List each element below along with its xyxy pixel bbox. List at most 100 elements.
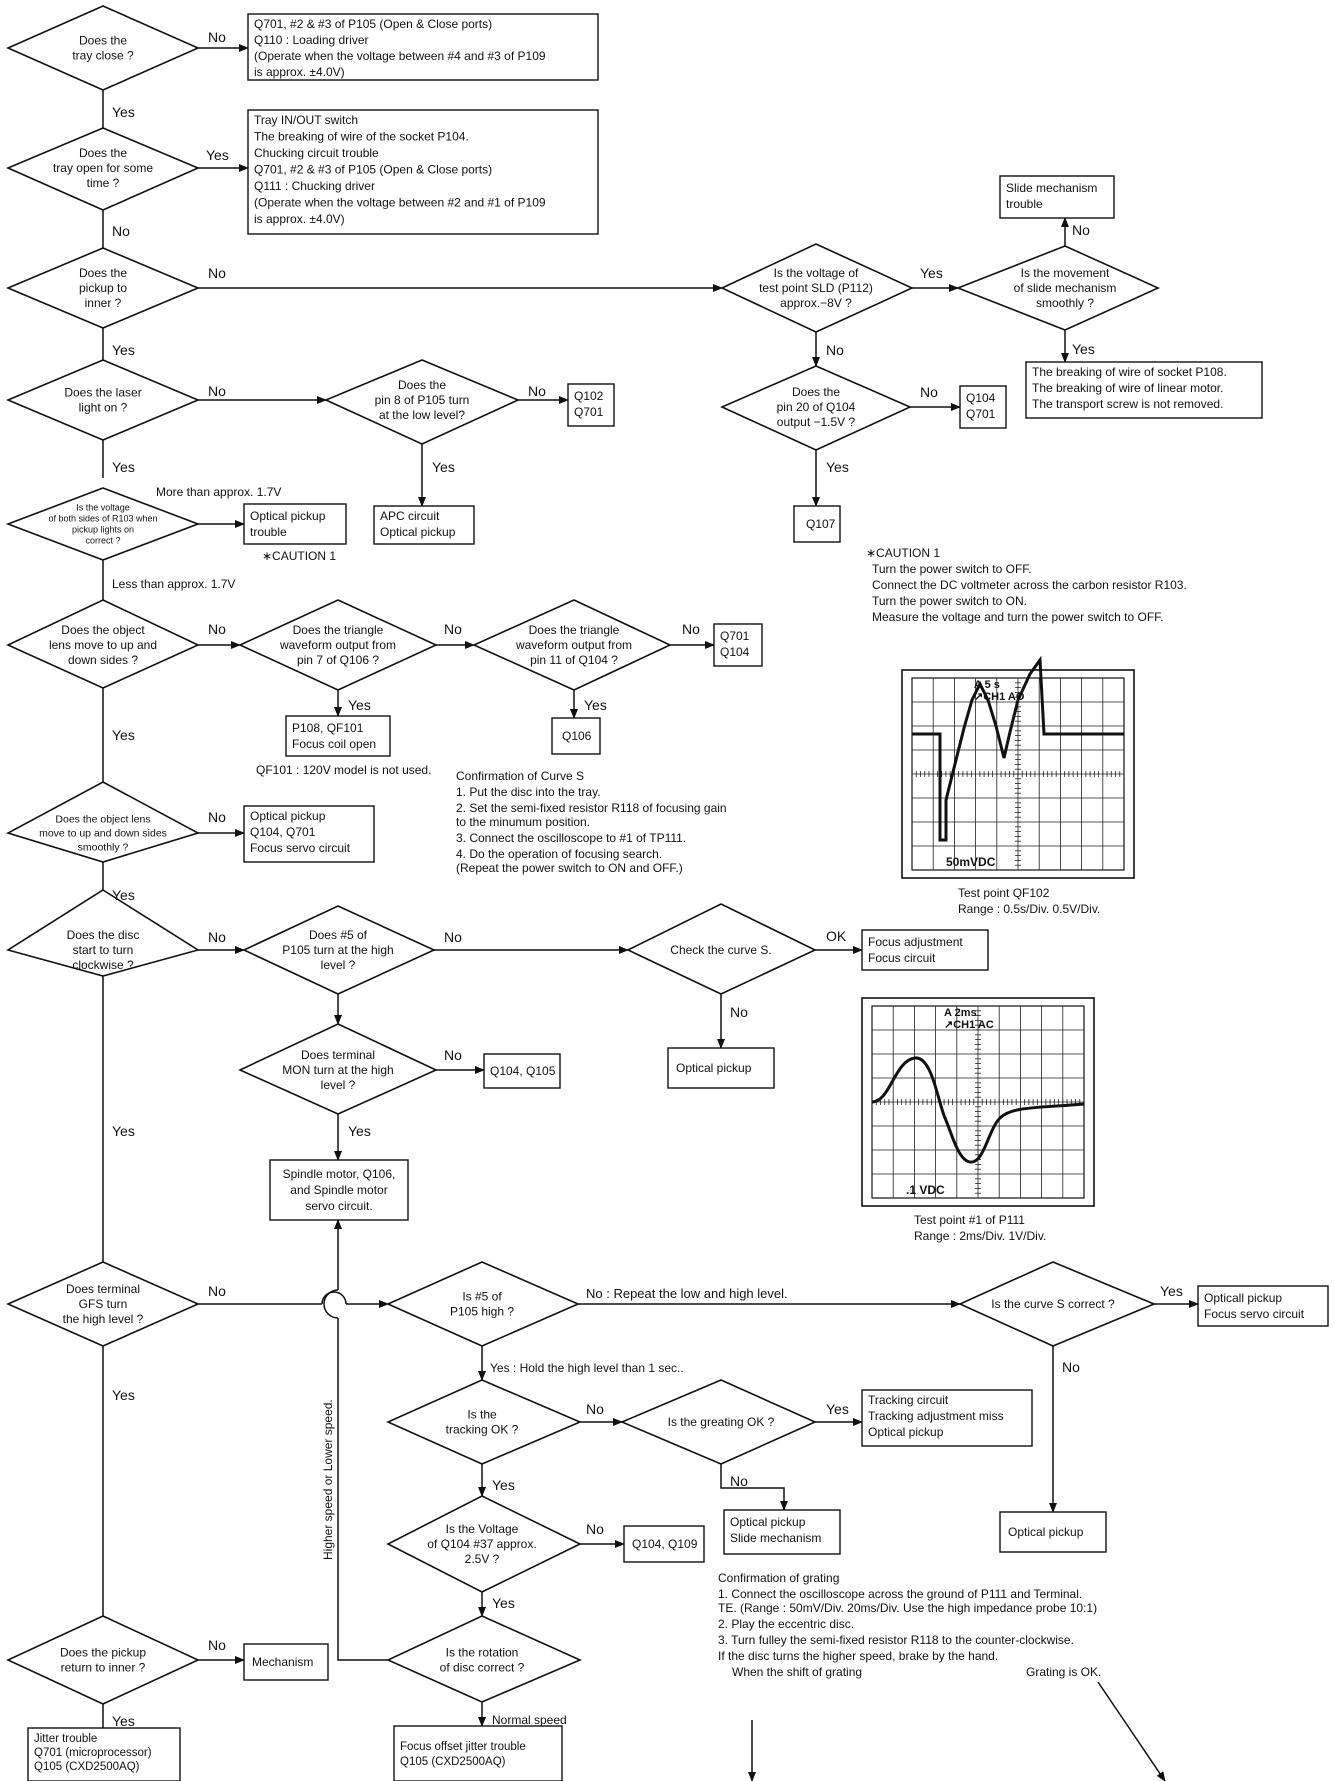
boxes-optical-pickup-2-text: Optical pickup	[1008, 1525, 1084, 1539]
box-optical-pickup-2	[999, 1511, 1107, 1553]
box-focus-offset	[393, 1725, 563, 1781]
diamond-p105-high	[242, 905, 436, 995]
box-q104-q109	[623, 1525, 705, 1563]
label-no: No	[208, 29, 226, 45]
box-q106	[551, 717, 601, 755]
box-q107	[793, 505, 841, 543]
boxes-optical-pickup-1-text: Optical pickup	[676, 1061, 752, 1075]
label-yes: Yes	[112, 1387, 135, 1403]
diamond-mon-high	[238, 1023, 438, 1115]
qf101-note: QF101 : 120V model is not used.	[256, 763, 431, 777]
label-no: No	[208, 621, 226, 637]
diamond-disc-turn	[6, 889, 200, 977]
label-more-than: More than approx. 1.7V	[156, 485, 281, 499]
scope2-caption2: Range : 2ms/Div. 1V/Div.	[914, 1229, 1046, 1243]
grating-note: Confirmation of grating 1. Connect the o…	[718, 1571, 1101, 1679]
grating-shift: When the shift of grating	[732, 1665, 862, 1679]
box-q102-q701	[567, 383, 615, 427]
scope2-top-a: A 2ms	[944, 1007, 977, 1019]
box-optical-focus	[243, 805, 375, 863]
label-no: No	[444, 1047, 462, 1063]
box-opticall	[1197, 1285, 1329, 1327]
branch-labels: No Yes Yes No No Yes Yes No Yes No No Ye…	[112, 29, 1183, 1729]
label-yes: Yes	[826, 1401, 849, 1417]
diamond-tray-open	[5, 127, 201, 211]
box-optical-pickup-1	[667, 1047, 775, 1089]
boxes-q104-q109-text: Q104, Q109	[632, 1537, 698, 1551]
diamond-pin20-q104	[720, 365, 912, 451]
box-tray-close-no	[247, 13, 599, 81]
diamond-r103-voltage	[5, 487, 201, 561]
diamonds-curve-correct-text: Is the curve S correct ?	[991, 1297, 1115, 1311]
box-focus-adj	[861, 929, 989, 971]
label-yes: Yes	[112, 342, 135, 358]
scope1-top-ch: ↗CH1 AO	[974, 691, 1025, 703]
grating-line: 3. Turn fulley the semi-fixed resistor R…	[718, 1633, 1074, 1647]
diamond-pickup-inner	[5, 247, 201, 329]
box-tracking-circuit	[861, 1389, 1033, 1447]
label-no: No	[208, 1637, 226, 1653]
diamond-q104-voltage	[386, 1495, 582, 1593]
caution-line: Measure the voltage and turn the power s…	[872, 610, 1163, 624]
grating-line: 2. Play the eccentric disc.	[718, 1617, 854, 1631]
scope2-caption1: Test point #1 of P111	[914, 1213, 1025, 1227]
grating-line: 1. Connect the oscilloscope across the g…	[718, 1587, 1082, 1601]
label-no: No	[208, 809, 226, 825]
box-spindle	[269, 1159, 409, 1221]
connectors	[102, 44, 1199, 1781]
box-q701-q104	[713, 623, 763, 667]
label-no-repeat: No : Repeat the low and high level.	[586, 1286, 788, 1301]
diamond-greating-ok	[619, 1379, 817, 1465]
grating-line: TE. (Range : 50mV/Div. 20ms/Div. Use the…	[718, 1601, 1097, 1615]
label-no: No	[208, 383, 226, 399]
oscilloscope-qf102: A 5 s ↗CH1 AO 50mVDC Test point QF102 Ra…	[901, 655, 1135, 916]
box-q104-q701	[959, 385, 1007, 429]
scope1-top-a: A 5 s	[974, 679, 1000, 691]
label-less-than: Less than approx. 1.7V	[112, 577, 235, 591]
label-no: No	[682, 621, 700, 637]
curve-s-line: (Repeat the power switch to ON and OFF.)	[456, 861, 683, 875]
box-slide-yes	[1025, 361, 1263, 419]
diamond-gfs-high	[6, 1261, 200, 1347]
label-speed: Higher speed or Lower speed.	[321, 1399, 335, 1560]
caution-line: Turn the power switch to ON.	[872, 594, 1027, 608]
diamond-pin8-low	[324, 359, 520, 445]
label-no: No	[586, 1521, 604, 1537]
box-q104-q105	[483, 1053, 561, 1089]
scope2-top-ch: ↗CH1 AC	[944, 1019, 994, 1031]
label-no: No	[730, 1004, 748, 1020]
grating-line: If the disc turns the higher speed, brak…	[718, 1649, 998, 1663]
label-no: No	[528, 383, 546, 399]
label-no: No	[208, 1283, 226, 1299]
box-apc	[373, 505, 475, 545]
label-yes: Yes	[432, 459, 455, 475]
boxes-mechanism-text: Mechanism	[252, 1655, 313, 1669]
diamond-tray-close	[6, 5, 200, 91]
label-yes: Yes	[206, 147, 229, 163]
boxes-tray-close-no-text: Q701, #2 & #3 of P105 (Open & Close port…	[254, 17, 546, 79]
